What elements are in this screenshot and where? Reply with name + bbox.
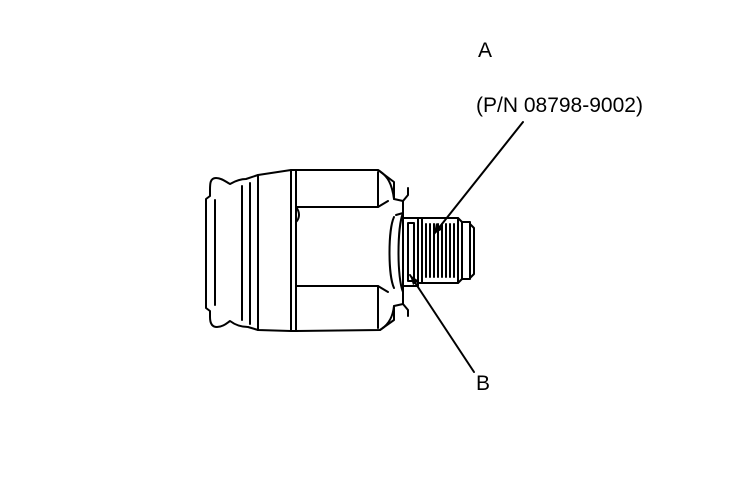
retaining-clip-seat: [390, 213, 404, 292]
boot: [206, 170, 296, 331]
stub-shaft: [403, 218, 474, 286]
callout-label-a: A: [478, 39, 493, 62]
leader-line-a: [434, 122, 523, 234]
arrowhead-a: [434, 223, 443, 234]
arrowhead-b: [410, 275, 419, 285]
joint-housing: [296, 170, 408, 331]
leader-line-b: [410, 275, 474, 372]
part-number-label: (P/N 08798-9002): [476, 94, 643, 117]
callout-label-b: B: [476, 372, 491, 395]
